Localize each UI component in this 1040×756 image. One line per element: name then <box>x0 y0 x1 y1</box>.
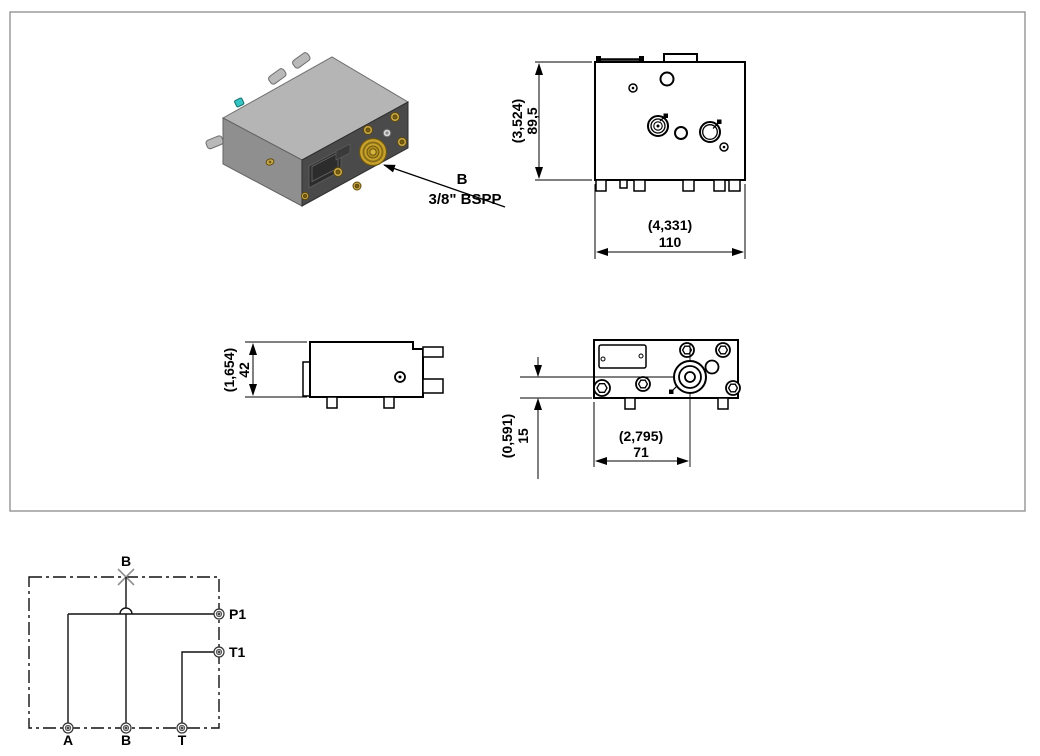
iso-rear-stubs <box>205 52 311 150</box>
front-view-nameplate <box>598 344 647 369</box>
front-view-nameplate-screw-right <box>638 353 644 359</box>
top-view-width-dimension: (4,331) 110 <box>594 184 746 259</box>
side-view-height-mm: 42 <box>236 362 252 378</box>
iso-teal-fitting <box>234 97 245 108</box>
side-view-height-inch: (1,654) <box>221 348 237 392</box>
top-view-height-inch: (3,524) <box>509 99 525 143</box>
front-view: (0,591) 15 (2,795) 71 <box>499 339 741 479</box>
schematic-label-p1: P1 <box>229 606 246 622</box>
callout-port-letter: B <box>457 171 468 188</box>
top-view-height-dimension: (3,524) 89,5 <box>509 61 592 181</box>
schematic-label-a: A <box>63 732 73 748</box>
front-view-port-position-mm: 71 <box>633 444 649 460</box>
line-crossing-hop <box>119 607 133 615</box>
iso-front-face <box>301 101 409 207</box>
schematic-label-plugged-b: B <box>121 553 131 569</box>
side-view-leg-left <box>326 396 338 409</box>
top-view-width-inch: (4,331) <box>648 217 692 233</box>
schematic-ports <box>62 608 225 734</box>
schematic-label-b: B <box>121 732 131 748</box>
front-view-flow-mark <box>669 389 674 394</box>
schematic-lines <box>67 577 219 728</box>
port-symbol-p1 <box>213 608 225 620</box>
side-view-stub-top <box>422 346 444 358</box>
top-view-height-mm: 89,5 <box>524 107 540 134</box>
front-view-leg-left <box>624 397 636 410</box>
front-view-port-position-dimension: (2,795) 71 <box>593 402 689 467</box>
side-view-leg-right <box>383 396 395 409</box>
side-view-height-dimension: (1,654) 42 <box>221 341 307 398</box>
isometric-view: B 3/8" BSPP <box>205 52 506 208</box>
port-symbol-a <box>62 722 74 734</box>
side-view-stub-bottom <box>422 378 444 394</box>
side-view: (1,654) 42 <box>221 341 444 409</box>
callout-leader-line <box>383 164 506 208</box>
side-view-hole-center <box>398 375 402 379</box>
front-view-leg-right <box>717 397 729 410</box>
front-view-nameplate-screw-left <box>600 356 606 362</box>
schematic-label-t1: T1 <box>229 644 246 660</box>
top-view-holes <box>628 71 729 152</box>
schematic-label-t: T <box>178 732 187 748</box>
iso-port-b-brass-knob <box>358 137 388 167</box>
front-view-port-position-inch: (2,795) <box>619 428 663 444</box>
side-view-body <box>309 341 424 398</box>
top-view-legs <box>595 179 741 192</box>
top-view-width-mm: 110 <box>659 234 682 250</box>
front-view-offset-dimension: (0,591) 15 <box>499 357 592 479</box>
port-symbol-t1 <box>213 646 225 658</box>
iso-small-slot <box>335 143 351 161</box>
callout-thread-spec: 3/8" BSPP <box>429 191 502 208</box>
top-view-edge-lug-right <box>639 56 644 61</box>
top-view: (3,524) 89,5 (4,331) 110 <box>509 53 746 259</box>
front-view-port-b <box>673 360 707 394</box>
front-view-plain-hole <box>704 359 720 375</box>
port-symbol-t <box>176 722 188 734</box>
front-view-offset-mm: 15 <box>515 428 531 444</box>
iso-brass-fittings <box>265 112 407 201</box>
front-view-offset-inch: (0,591) <box>499 414 515 458</box>
top-view-edge-lug-left <box>596 56 601 61</box>
side-view-left-bracket <box>302 361 311 397</box>
hydraulic-schematic: B <box>28 553 246 748</box>
drawing-frame <box>9 11 1026 512</box>
port-symbol-b <box>120 722 132 734</box>
